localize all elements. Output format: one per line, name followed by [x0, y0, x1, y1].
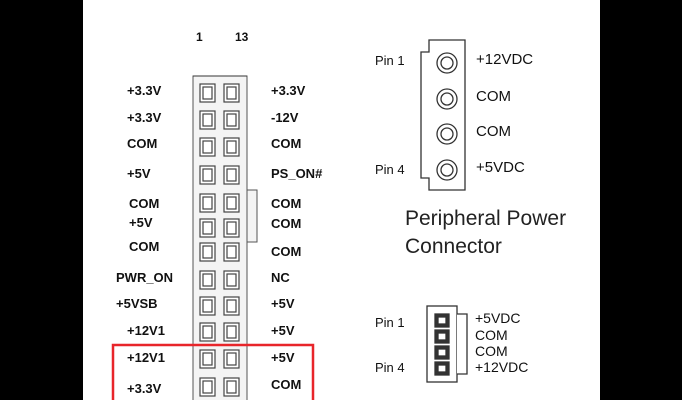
pin-cell-inner — [202, 113, 213, 127]
right-pin-label: COM — [271, 216, 302, 231]
right-pin-label: NC — [271, 270, 290, 285]
pin-cell-inner — [202, 140, 213, 154]
peripheral-pin4-label: Pin 4 — [375, 162, 405, 177]
left-pin-label: PWR_ON — [116, 270, 174, 285]
left-pin-label: +3.3V — [127, 110, 162, 125]
right-pin-label: COM — [271, 377, 302, 392]
column-number-1: 1 — [196, 30, 203, 44]
floppy-pin-voltage: +5VDC — [475, 310, 521, 326]
right-pin-label: -12V — [271, 110, 299, 125]
pin-cell-inner — [226, 352, 237, 366]
peripheral-pin-voltage: COM — [476, 123, 511, 140]
peripheral-pin1-label: Pin 1 — [375, 53, 405, 68]
pin-cell-inner — [226, 299, 237, 313]
right-pin-label: PS_ON# — [271, 166, 323, 181]
pin-cell-inner — [226, 113, 237, 127]
left-pin-label: COM — [129, 196, 160, 211]
left-pin-label: +12V1 — [127, 323, 165, 338]
peripheral-connector-drawing — [420, 39, 466, 191]
right-pin-label: +5V — [271, 296, 295, 311]
right-pin-label: +5V — [271, 323, 295, 338]
pin-cell-inner — [226, 221, 237, 235]
floppy-connector-drawing — [426, 305, 468, 383]
right-pin-label: +3.3V — [271, 83, 306, 98]
floppy-pin4-label: Pin 4 — [375, 360, 405, 375]
left-pin-label: COM — [127, 136, 158, 151]
right-pin-label: COM — [271, 196, 302, 211]
peripheral-pin-voltage: +12VDC — [476, 51, 534, 68]
pin-cell-inner — [226, 380, 237, 394]
pin-cell-inner — [226, 273, 237, 287]
pin-cell-inner — [202, 245, 213, 259]
peripheral-pin-voltage: +5VDC — [476, 159, 525, 176]
peripheral-pin-voltage: COM — [476, 88, 511, 105]
right-pin-label: +5V — [271, 350, 295, 365]
main-connector-drawing — [111, 75, 315, 400]
pin-cell-inner — [202, 86, 213, 100]
highlight-box — [111, 343, 315, 400]
column-number-13: 13 — [235, 30, 249, 44]
left-pin-label: +5VSB — [116, 296, 158, 311]
pin-cell-inner — [202, 380, 213, 394]
pin-cell-inner — [202, 352, 213, 366]
right-pin-label: COM — [271, 244, 302, 259]
floppy-pin-voltage: +12VDC — [475, 359, 529, 375]
left-pin-label: +5V — [129, 215, 153, 230]
peripheral-title-line1: Peripheral Power — [405, 207, 567, 230]
pin-cell-inner — [202, 325, 213, 339]
peripheral-title-line2: Connector — [405, 235, 502, 258]
pin-cell-inner — [202, 168, 213, 182]
pin-cell-inner — [226, 86, 237, 100]
right-pin-label: COM — [271, 136, 302, 151]
floppy-pin1-label: Pin 1 — [375, 315, 405, 330]
pin-cell-inner — [226, 140, 237, 154]
pin-cell-inner — [226, 245, 237, 259]
pin-cell-inner — [226, 196, 237, 210]
diagram-sheet: 1 13 +3.3V +3.3V COM +5V COM +5V COM PWR… — [83, 0, 600, 400]
pin-cell-inner — [226, 168, 237, 182]
left-pin-label: +12V1 — [127, 350, 165, 365]
pin-cell-inner — [202, 196, 213, 210]
left-pin-label: +5V — [127, 166, 151, 181]
left-pin-label: COM — [129, 239, 160, 254]
floppy-pin-voltage: COM — [475, 327, 508, 343]
pin-cell-inner — [202, 273, 213, 287]
pin-cell-inner — [202, 299, 213, 313]
floppy-pin-voltage: COM — [475, 343, 508, 359]
left-pin-label: +3.3V — [127, 83, 162, 98]
pin-cell-inner — [202, 221, 213, 235]
pin-cell-inner — [226, 325, 237, 339]
left-pin-label: +3.3V — [127, 381, 162, 396]
